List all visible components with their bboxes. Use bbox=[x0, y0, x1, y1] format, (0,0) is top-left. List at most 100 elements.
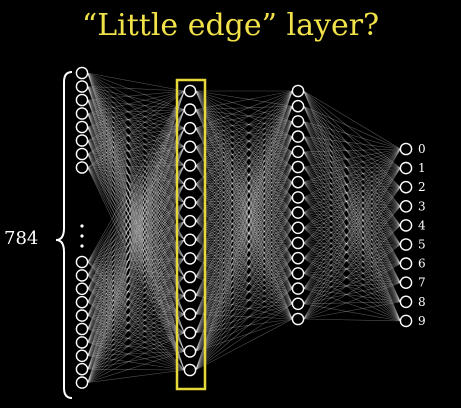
network-edge bbox=[87, 113, 185, 222]
input-neuron bbox=[75, 282, 89, 296]
network-edge bbox=[195, 220, 293, 274]
network-edge bbox=[303, 148, 401, 198]
network-edge bbox=[87, 332, 185, 357]
network-edge bbox=[195, 136, 293, 259]
network-edge bbox=[87, 313, 185, 316]
network-edge bbox=[303, 106, 401, 283]
network-edge bbox=[195, 227, 293, 334]
network-edge bbox=[87, 99, 185, 259]
output-neuron bbox=[399, 238, 413, 251]
network-edge bbox=[195, 212, 293, 222]
network-edge bbox=[87, 109, 185, 303]
network-edge bbox=[87, 140, 185, 148]
network-edge bbox=[87, 109, 185, 141]
network-edge bbox=[87, 86, 185, 129]
network-edge bbox=[195, 128, 293, 320]
network-edge bbox=[87, 72, 185, 315]
network-edge bbox=[195, 202, 293, 320]
output-label-0: 0 bbox=[418, 142, 426, 156]
network-edge bbox=[195, 165, 293, 320]
network-edge bbox=[303, 186, 401, 289]
network-edge bbox=[195, 197, 293, 315]
network-edge bbox=[195, 197, 293, 278]
network-edge bbox=[195, 242, 293, 296]
network-edge bbox=[303, 273, 401, 283]
network-edge bbox=[87, 220, 185, 316]
network-edge bbox=[195, 90, 293, 304]
network-edge bbox=[303, 166, 401, 169]
network-edge bbox=[87, 153, 185, 185]
network-edge bbox=[87, 239, 185, 330]
network-edge bbox=[195, 121, 293, 371]
network-edge bbox=[87, 313, 185, 330]
network-edge bbox=[87, 276, 185, 383]
network-edge bbox=[303, 167, 401, 274]
network-edge bbox=[195, 146, 293, 153]
network-edge bbox=[87, 72, 185, 222]
network-edge bbox=[303, 186, 401, 244]
input-neuron bbox=[75, 349, 89, 363]
network-edge bbox=[195, 181, 293, 278]
hidden-layer-2-neuron bbox=[291, 99, 305, 113]
network-edge bbox=[87, 153, 185, 241]
network-edge bbox=[87, 239, 185, 383]
network-edge bbox=[87, 275, 185, 296]
network-edge bbox=[87, 90, 185, 263]
network-edge bbox=[195, 273, 293, 352]
network-edge bbox=[87, 140, 185, 315]
network-edge bbox=[303, 227, 401, 283]
network-edge bbox=[87, 332, 185, 370]
network-edge bbox=[195, 109, 293, 228]
network-edge bbox=[195, 90, 293, 244]
network-edge bbox=[87, 261, 185, 352]
network-edge bbox=[87, 126, 185, 129]
network-edge bbox=[195, 227, 293, 278]
network-edge bbox=[303, 181, 401, 226]
network-edge bbox=[195, 165, 293, 229]
network-edge bbox=[195, 202, 293, 305]
network-edge bbox=[195, 146, 293, 198]
network-edge bbox=[195, 127, 293, 137]
network-edge bbox=[303, 182, 401, 322]
network-edge bbox=[87, 221, 185, 356]
network-edge bbox=[195, 227, 293, 315]
network-edge bbox=[87, 183, 185, 316]
network-edge bbox=[87, 90, 185, 370]
network-edge bbox=[303, 181, 401, 283]
network-edge bbox=[195, 165, 293, 168]
network-edge bbox=[195, 202, 293, 289]
network-edge bbox=[303, 106, 401, 264]
network-edge bbox=[87, 288, 185, 334]
network-edge bbox=[303, 186, 401, 229]
network-edge bbox=[303, 105, 401, 150]
network-edge bbox=[303, 148, 401, 259]
input-neuron bbox=[75, 66, 89, 80]
network-edge bbox=[87, 146, 185, 330]
input-neuron bbox=[75, 295, 89, 309]
network-edge bbox=[87, 99, 185, 278]
network-edge bbox=[87, 72, 185, 129]
network-edge bbox=[87, 140, 185, 166]
network-edge bbox=[195, 212, 293, 371]
network-edge bbox=[87, 295, 185, 303]
network-edge bbox=[303, 318, 401, 322]
network-edge bbox=[195, 212, 293, 278]
network-edge bbox=[195, 182, 293, 296]
network-edge bbox=[87, 351, 185, 370]
network-edge bbox=[87, 167, 185, 371]
input-neuron bbox=[75, 269, 89, 282]
network-edge bbox=[195, 313, 293, 320]
network-edge bbox=[195, 90, 293, 333]
network-edge bbox=[195, 220, 293, 229]
network-edge bbox=[303, 148, 401, 304]
network-edge bbox=[195, 197, 293, 333]
network-edge bbox=[195, 136, 293, 296]
network-edge bbox=[195, 165, 293, 274]
network-edge bbox=[195, 239, 293, 305]
network-edge bbox=[195, 151, 293, 222]
network-edge bbox=[195, 151, 293, 315]
network-edge bbox=[87, 90, 185, 316]
network-edge bbox=[87, 295, 185, 343]
network-edge bbox=[87, 109, 185, 128]
network-edge bbox=[87, 90, 185, 114]
